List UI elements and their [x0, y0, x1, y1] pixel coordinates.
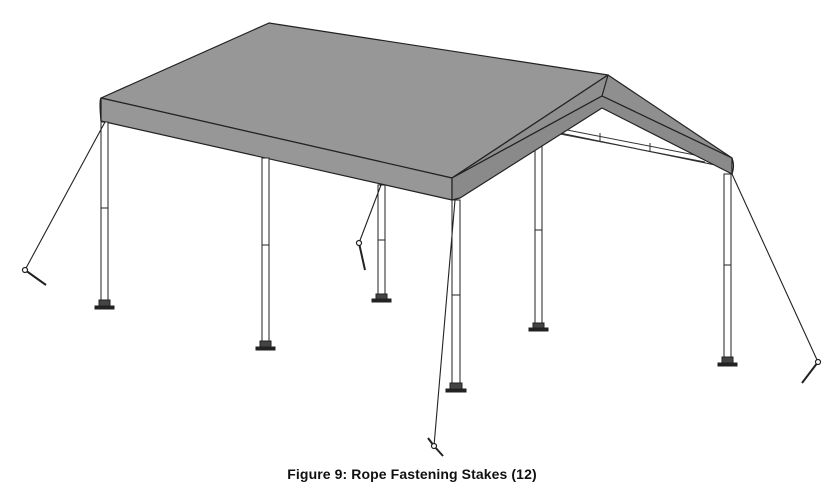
leg-front-middle-left	[261, 157, 270, 344]
leg-gable-right	[723, 173, 732, 360]
stake-icon	[21, 266, 47, 286]
rope-front	[433, 199, 456, 447]
front-legs	[94, 121, 738, 393]
guy-ropes	[24, 121, 819, 447]
figure-caption: Figure 9: Rope Fastening Stakes (12)	[287, 466, 537, 482]
rope-right	[731, 173, 819, 363]
stake-icon	[801, 358, 822, 384]
leg-back-right	[534, 139, 543, 326]
leg-front-corner	[451, 199, 461, 386]
rope-back	[358, 184, 382, 244]
roof-left-plane	[100, 22, 609, 179]
leg-front-left	[100, 121, 109, 303]
stake-icon	[427, 437, 444, 457]
stake-icon	[355, 239, 366, 271]
back-legs	[371, 139, 549, 332]
canopy-roof	[99, 22, 735, 201]
rope-left	[24, 121, 106, 271]
ground-stakes	[21, 239, 822, 457]
